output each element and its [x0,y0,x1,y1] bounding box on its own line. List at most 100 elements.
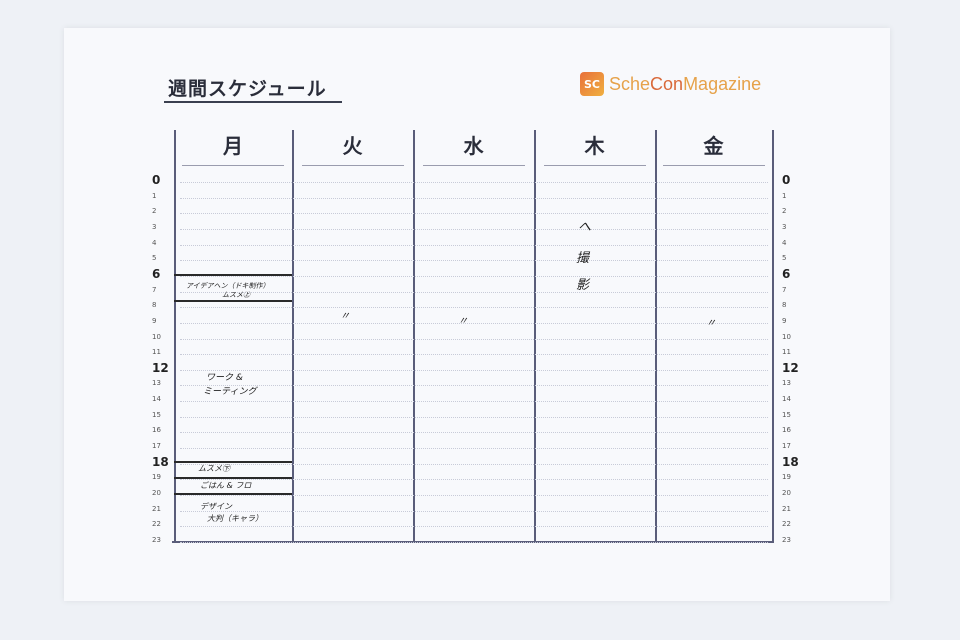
hour-gridline [180,448,768,450]
entry-text: ミーティング [203,387,257,397]
hour-label-left: 5 [152,254,157,263]
hour-label-right: 22 [782,520,791,529]
title-underline [164,101,342,103]
hour-label-right: 12 [782,360,799,375]
entry-text: ごはん & フロ [200,481,252,490]
hour-label-left: 4 [152,238,157,247]
hour-gridline [180,354,768,356]
entry-text: ワーク & [206,373,243,383]
page-title: 週間スケジュール [168,78,327,100]
logo-icon: SC [580,72,604,96]
hour-label-right: 0 [782,173,791,187]
hour-label-left: 17 [152,442,161,451]
hour-gridline [180,338,768,340]
hour-gridline [180,463,768,465]
entry-divider [174,461,292,463]
hour-label-left: 0 [152,173,161,187]
hour-gridline [180,213,768,215]
hour-label-left: 18 [152,454,169,469]
hour-label-left: 1 [152,191,157,200]
hour-gridline [180,479,768,481]
logo-part: Sche [609,73,651,94]
hour-label-right: 17 [782,442,791,451]
hour-label-right: 3 [782,222,787,231]
hour-gridline [180,182,768,183]
grid-bottom-line [172,541,774,543]
hour-gridline [180,369,768,371]
entry-text: 大判（キャラ） [207,514,263,523]
day-header: 月 [223,134,243,158]
hour-label-left: 7 [152,285,157,294]
hour-label-left: 15 [152,410,161,419]
hour-gridline [180,432,768,434]
entry-divider [174,493,292,495]
entry-text: ムスメ㊦ [198,464,230,473]
hour-label-right: 21 [782,504,791,513]
logo-text: ScheConMagazine [609,74,761,95]
column-divider [772,130,774,542]
schedule-sheet [64,28,890,601]
hour-gridline [180,275,768,277]
hour-label-left: 21 [152,504,161,513]
hour-label-right: 16 [782,426,791,435]
hour-label-right: 11 [782,348,791,357]
hour-label-left: 8 [152,301,157,310]
hour-gridline [180,228,768,230]
day-header: 木 [584,134,605,158]
day-header: 金 [703,134,724,158]
hour-label-right: 5 [782,254,787,263]
hour-label-left: 10 [152,332,161,341]
hour-label-left: 23 [152,535,161,544]
hour-label-left: 13 [152,379,161,388]
entry-text: デザイン [200,502,232,511]
hour-gridline [180,260,768,262]
hour-gridline [180,510,768,512]
column-divider [292,130,294,542]
entry-divider [174,477,292,479]
hour-gridline [180,526,768,528]
hour-gridline [180,541,768,543]
hour-label-left: 16 [152,426,161,435]
hour-label-right: 20 [782,489,791,497]
day-header: 水 [463,134,484,158]
hour-label-right: 2 [782,207,787,216]
day-underline [301,165,404,166]
hour-label-left: 12 [152,360,169,375]
hour-label-right: 4 [782,238,787,247]
day-header: 火 [342,134,363,158]
hour-gridline [180,495,768,496]
hour-label-right: 19 [782,473,791,482]
ditto-mark: 〃 [458,316,468,327]
hour-gridline [180,307,768,309]
hour-label-right: 18 [782,454,799,469]
entry-text: へ [578,220,592,235]
hour-gridline [180,291,768,293]
hour-label-right: 14 [782,395,791,404]
hour-gridline [180,197,768,199]
ditto-mark: 〃 [706,318,716,329]
hour-gridline [180,385,768,387]
entry-text: ムスメ㊤ [222,291,250,299]
hour-label-left: 11 [152,348,161,357]
hour-label-left: 22 [152,520,161,529]
day-underline [543,165,646,166]
column-divider [413,130,415,542]
hour-gridline [180,322,768,324]
column-divider [174,130,176,542]
hour-label-left: 14 [152,395,161,404]
hour-label-left: 20 [152,489,161,497]
hour-label-right: 15 [782,410,791,419]
hour-label-left: 19 [152,473,161,482]
entry-divider [174,274,292,276]
hour-label-right: 23 [782,535,791,544]
hour-label-right: 7 [782,285,787,294]
hour-label-right: 13 [782,379,791,388]
column-divider [534,130,536,542]
ditto-mark: 〃 [340,311,350,322]
hour-gridline [180,244,768,246]
day-underline [182,165,284,166]
hour-label-right: 9 [782,316,787,325]
entry-text: アイデアヘン（ドキ制作） [186,282,270,290]
hour-label-right: 10 [782,332,791,341]
column-divider [655,130,657,542]
